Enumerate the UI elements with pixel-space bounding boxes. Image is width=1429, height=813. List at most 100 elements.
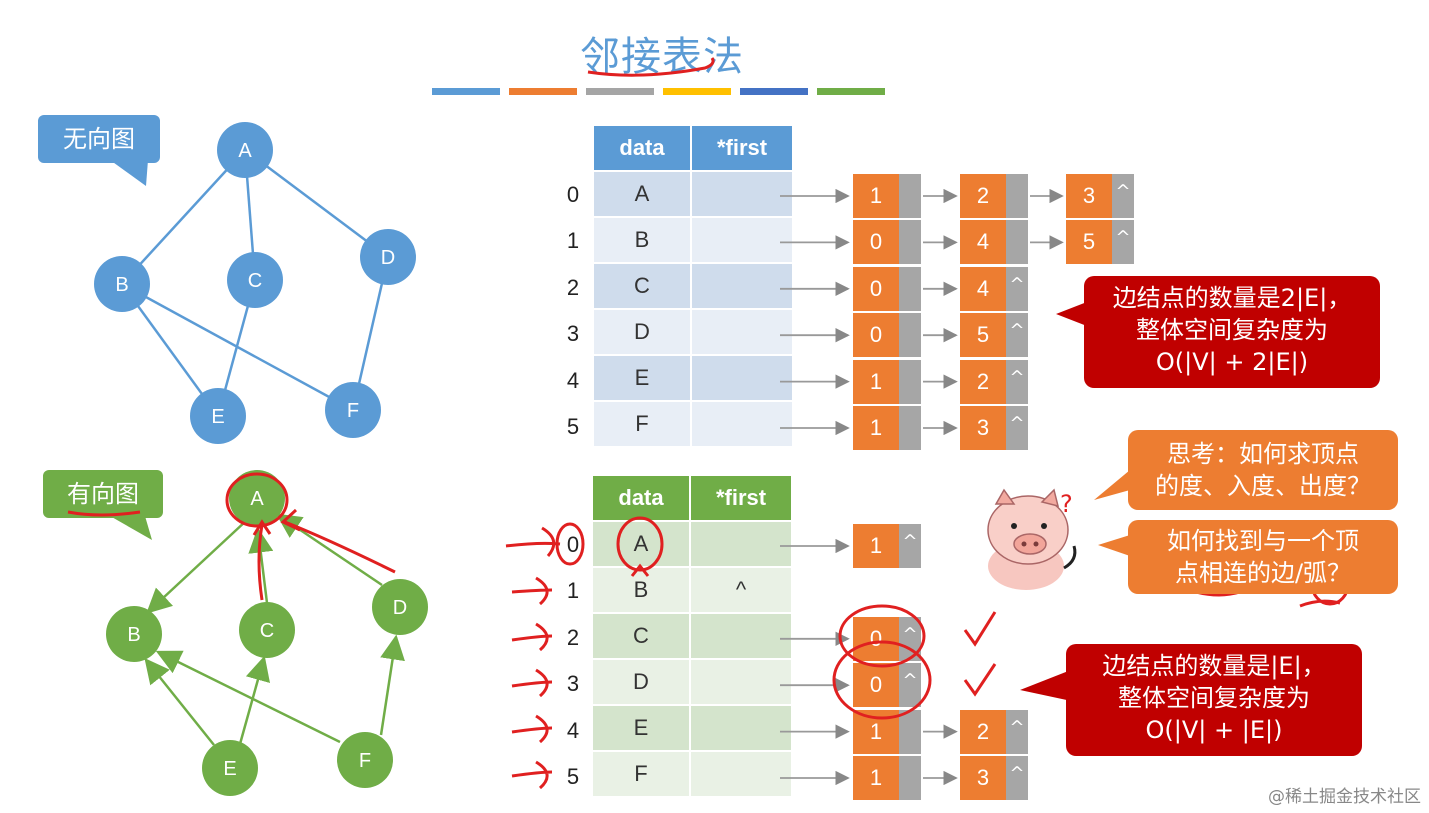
row-index: 2 — [566, 624, 580, 650]
graph-node-label: E — [211, 406, 224, 428]
graph-node — [360, 229, 416, 285]
bubble-line: 整体空间复杂度为 — [1136, 316, 1328, 344]
color-bar — [663, 88, 731, 95]
vertex-data: F — [593, 750, 691, 796]
edge-node-next: ^ — [1006, 709, 1028, 754]
vertex-data: B — [594, 216, 692, 263]
edge-node-vertex: 5 — [1066, 220, 1112, 265]
graph-node — [202, 740, 258, 796]
row-index: 3 — [566, 671, 580, 697]
graph-node-label: A — [250, 488, 264, 510]
row-index: 5 — [566, 764, 580, 789]
graph-node — [372, 579, 428, 635]
arc-F-D — [379, 634, 405, 736]
arc-A-B — [146, 519, 248, 614]
color-bar — [509, 88, 577, 95]
edge-node-vertex: 0 — [853, 220, 899, 265]
edge-node-vertex: 4 — [960, 266, 1006, 311]
edge-node-vertex: 3 — [1066, 174, 1112, 218]
bubble-line: 整体空间复杂度为 — [1118, 684, 1310, 712]
edge-node-vertex: 0 — [853, 266, 899, 311]
edge-node-next — [1006, 220, 1028, 265]
vertex-data: A — [594, 170, 692, 217]
edge-node-next: ^ — [1112, 174, 1134, 218]
graph-node — [227, 252, 283, 308]
vertex-row: A — [594, 170, 794, 217]
first-pointer — [690, 520, 793, 567]
graph-node-label: F — [347, 400, 359, 422]
color-bar — [817, 88, 885, 95]
row-index: 4 — [566, 367, 580, 393]
graph-node-label: D — [393, 597, 407, 619]
header-first: *first — [691, 126, 794, 171]
first-pointer: ^ — [690, 566, 793, 613]
directed-label: 有向图 — [43, 470, 163, 518]
bubble-line: 边结点的数量是2|E|， — [1112, 284, 1352, 312]
edge-node-vertex: 1 — [853, 524, 899, 568]
edge-node-next: ^ — [1112, 220, 1134, 265]
bubble-line: 点相连的边/弧？ — [1174, 559, 1352, 587]
first-pointer — [691, 308, 794, 355]
edge-node-next — [899, 756, 921, 800]
vertex-row: D — [593, 658, 793, 705]
edge-node-vertex: 1 — [853, 756, 899, 800]
edge-node-next — [899, 313, 921, 358]
vertex-data: E — [594, 354, 692, 401]
undirected-label: 无向图 — [38, 115, 160, 163]
vertex-row: B^ — [593, 566, 793, 613]
watermark: @稀土掘金技术社区 — [1268, 787, 1421, 807]
edge-node-vertex: 2 — [960, 359, 1006, 404]
vertex-row: B — [594, 216, 794, 263]
first-pointer — [691, 354, 794, 401]
first-pointer — [690, 658, 793, 705]
vertex-data: D — [593, 658, 691, 705]
edge-node-vertex: 2 — [960, 709, 1006, 754]
graph-node-label: D — [381, 247, 395, 269]
edge-node-next: ^ — [1006, 359, 1028, 404]
edge-node-vertex: 0 — [853, 313, 899, 358]
edge-node-next — [899, 266, 921, 311]
graph-node — [190, 388, 246, 444]
graph-node-label: E — [223, 758, 236, 780]
vertex-row: F — [593, 750, 793, 796]
edge-node-vertex: 5 — [960, 313, 1006, 358]
bubble-line: O(|V| + |E|) — [1145, 716, 1283, 744]
vertex-row: F — [594, 400, 794, 446]
vertex-row: E — [593, 704, 793, 751]
graph-node-label: C — [260, 620, 274, 642]
question-adjacent-bubble: 如何找到与一个顶点相连的边/弧？ — [1128, 520, 1398, 594]
bubble-line: 如何找到与一个顶 — [1167, 527, 1359, 555]
edge-node-next: ^ — [1006, 406, 1028, 450]
edge-node-next: ^ — [1006, 266, 1028, 311]
graph-node-label: F — [359, 750, 371, 772]
row-index: 4 — [566, 717, 580, 743]
edge-node-vertex: 3 — [960, 406, 1006, 450]
first-pointer — [690, 612, 793, 659]
vertex-row: C — [593, 612, 793, 659]
first-pointer — [691, 400, 794, 446]
graph-node — [239, 602, 295, 658]
row-index: 3 — [566, 321, 580, 347]
first-pointer — [691, 170, 794, 217]
header-first: *first — [690, 476, 793, 521]
edge-node-vertex: 1 — [853, 406, 899, 450]
graph-node — [325, 382, 381, 438]
edge-node-next: ^ — [1006, 313, 1028, 358]
vertex-row: E — [594, 354, 794, 401]
think-degree-bubble: 思考：如何求顶点的度、入度、出度？ — [1128, 430, 1398, 510]
edge-A-B — [121, 149, 246, 285]
vertex-row: D — [594, 308, 794, 355]
bubble-line: 的度、入度、出度？ — [1155, 472, 1371, 500]
header-data: data — [594, 126, 692, 171]
row-index: 1 — [566, 578, 580, 604]
edge-node-vertex: 3 — [960, 756, 1006, 800]
edge-node-next — [899, 406, 921, 450]
header-data: data — [593, 476, 691, 521]
edge-node-vertex: 1 — [853, 174, 899, 218]
